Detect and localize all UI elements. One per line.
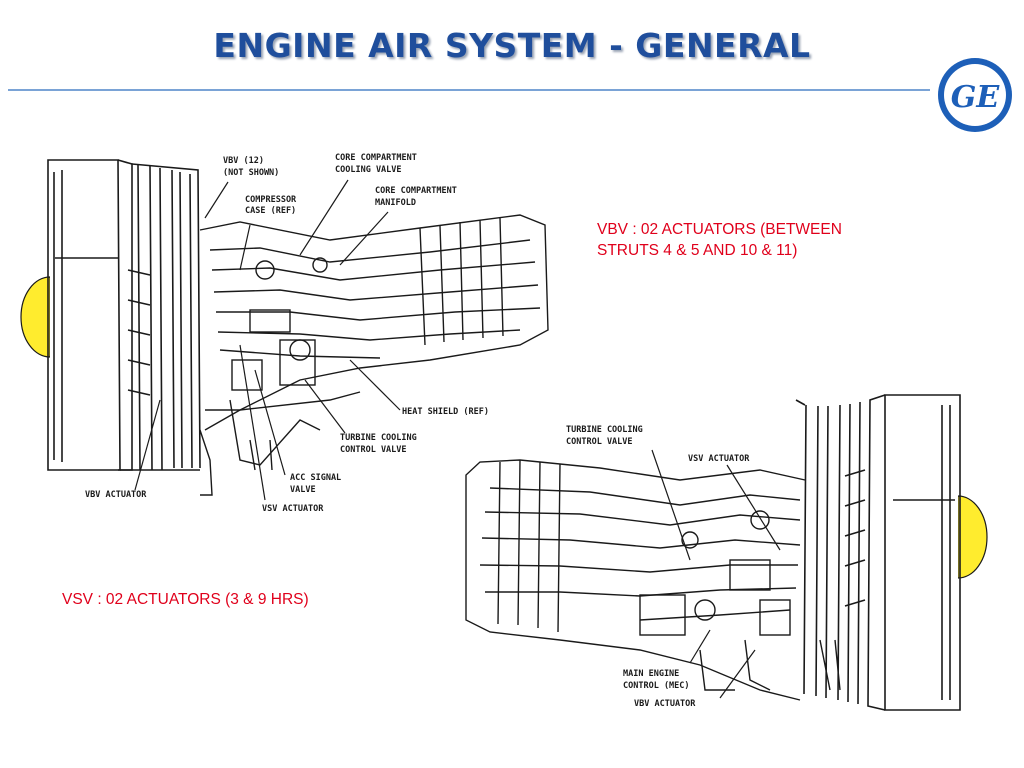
label-vbv-count: VBV (12) bbox=[223, 156, 264, 166]
label-mec-2: CONTROL (MEC) bbox=[623, 681, 690, 691]
label-turbine-cooling-right-2: CONTROL VALVE bbox=[566, 437, 633, 447]
label-turbine-cooling-1: TURBINE COOLING bbox=[340, 433, 417, 443]
label-core-manifold-1: CORE COMPARTMENT bbox=[375, 186, 457, 196]
label-mec-1: MAIN ENGINE bbox=[623, 669, 679, 679]
label-acc-signal-1: ACC SIGNAL bbox=[290, 473, 341, 483]
ge-logo-monogram: GE bbox=[951, 80, 1001, 115]
label-core-manifold-2: MANIFOLD bbox=[375, 198, 416, 208]
label-vbv-actuator-left: VBV ACTUATOR bbox=[85, 490, 147, 500]
label-not-shown: (NOT SHOWN) bbox=[223, 168, 279, 178]
left-engine-fan-case bbox=[47, 159, 201, 471]
label-acc-signal-2: VALVE bbox=[290, 485, 316, 495]
label-turbine-cooling-right-1: TURBINE COOLING bbox=[566, 425, 643, 435]
right-engine-core bbox=[465, 459, 841, 701]
vsv-actuators-note: VSV : 02 ACTUATORS (3 & 9 HRS) bbox=[62, 591, 309, 608]
vbv-actuators-note: VBV : 02 ACTUATORS (BETWEEN STRUTS 4 & 5… bbox=[597, 219, 927, 261]
label-core-cooling-valve-1: CORE COMPARTMENT bbox=[335, 153, 417, 163]
label-vsv-actuator-left: VSV ACTUATOR bbox=[262, 504, 324, 514]
label-compressor-case-1: COMPRESSOR bbox=[245, 195, 297, 205]
yellow-marker-left bbox=[20, 276, 50, 358]
vbv-note-line-2: STRUTS 4 & 5 AND 10 & 11) bbox=[597, 242, 798, 259]
label-vbv-actuator-right: VBV ACTUATOR bbox=[634, 699, 696, 709]
label-turbine-cooling-2: CONTROL VALVE bbox=[340, 445, 407, 455]
right-diagram-labels: TURBINE COOLING CONTROL VALVE VSV ACTUAT… bbox=[566, 425, 750, 709]
left-engine-core bbox=[199, 214, 549, 496]
ge-logo-center bbox=[944, 64, 1006, 126]
label-core-cooling-valve-2: COOLING VALVE bbox=[335, 165, 402, 175]
right-leader-lines bbox=[651, 449, 781, 699]
title-divider bbox=[8, 89, 930, 91]
label-heat-shield: HEAT SHIELD (REF) bbox=[402, 407, 489, 417]
yellow-marker-right bbox=[958, 495, 988, 579]
vbv-note-line-1: VBV : 02 ACTUATORS (BETWEEN bbox=[597, 221, 842, 238]
label-vsv-actuator-right: VSV ACTUATOR bbox=[688, 454, 750, 464]
ge-logo: GE bbox=[938, 58, 1012, 132]
left-leader-lines bbox=[134, 179, 401, 501]
label-compressor-case-2: CASE (REF) bbox=[245, 206, 296, 216]
left-diagram-labels: VBV (12) (NOT SHOWN) COMPRESSOR CASE (RE… bbox=[85, 153, 489, 514]
right-engine-fan-case bbox=[795, 394, 961, 711]
slide-title: ENGINE AIR SYSTEM - GENERAL bbox=[213, 26, 811, 65]
